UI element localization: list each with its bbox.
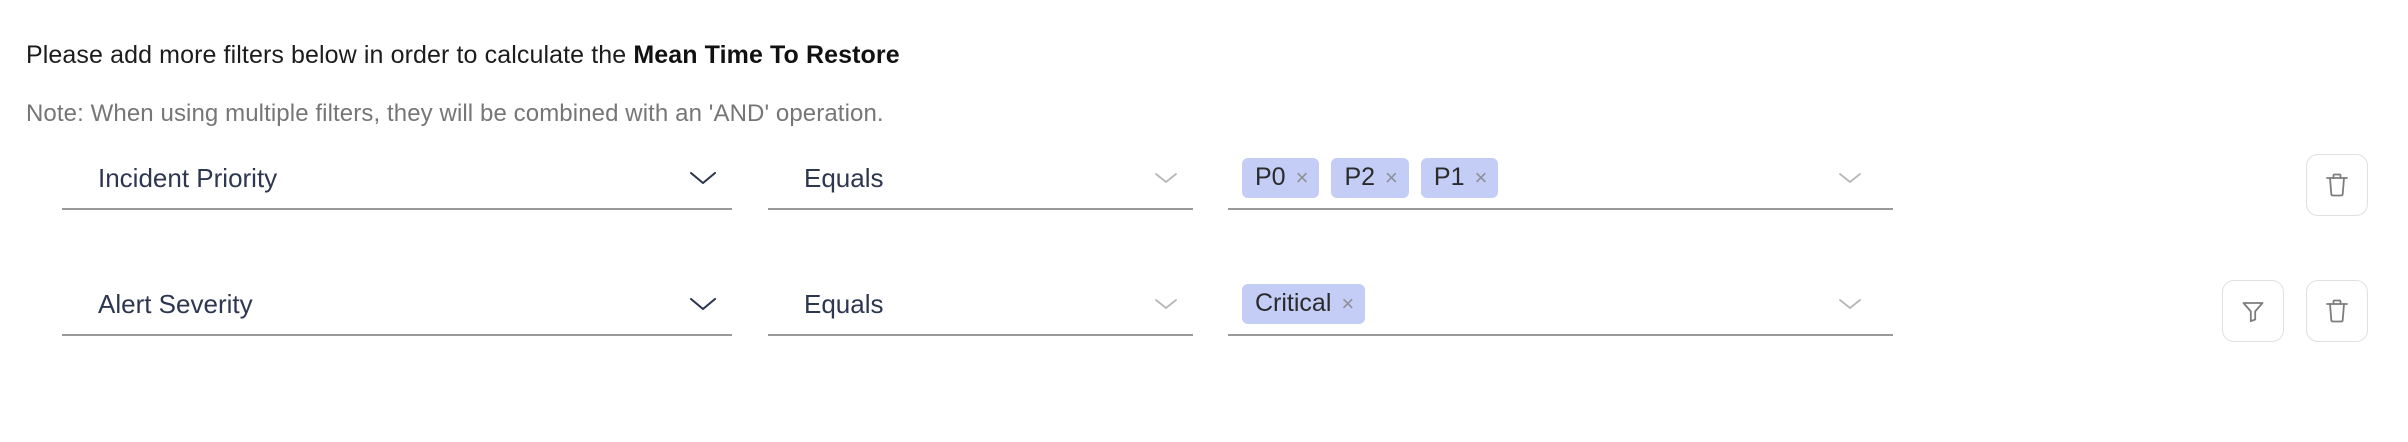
filter-value-chips: Critical × (1242, 284, 1837, 324)
instruction-text: Please add more filters below in order t… (26, 41, 634, 69)
filter-field-value: Alert Severity (98, 288, 253, 319)
filter-field-select[interactable]: Incident Priority (62, 148, 732, 210)
filter-value-chips: P0 × P2 × P1 × (1242, 158, 1837, 198)
chevron-down-icon (1839, 299, 1861, 309)
filter-value-select[interactable]: P0 × P2 × P1 × (1228, 148, 1893, 210)
note-text: Note: When using multiple filters, they … (26, 100, 884, 127)
chevron-down-icon (689, 171, 717, 185)
value-chip[interactable]: Critical × (1242, 284, 1366, 324)
metric-name: Mean Time To Restore (633, 41, 900, 69)
close-icon[interactable]: × (1341, 290, 1355, 316)
trash-icon (2326, 173, 2348, 197)
chevron-down-icon (1839, 173, 1861, 183)
value-chip[interactable]: P1 × (1420, 158, 1499, 198)
page-title: Please add more filters below in order t… (26, 40, 900, 70)
value-chip-label: Critical (1255, 289, 1332, 317)
filter-field-value: Incident Priority (98, 162, 278, 193)
close-icon[interactable]: × (1295, 164, 1309, 190)
value-chip-label: P0 (1255, 163, 1286, 191)
value-chip[interactable]: P2 × (1331, 158, 1409, 198)
value-chip-label: P1 (1433, 163, 1465, 191)
row-actions (2222, 280, 2368, 342)
value-chip[interactable]: P0 × (1242, 158, 1320, 198)
filter-row: Incident Priority Equals P0 × P2 × (0, 148, 2408, 274)
filter-operator-select[interactable]: Equals (768, 274, 1193, 336)
filter-field-select[interactable]: Alert Severity (62, 274, 732, 336)
value-chip-label: P2 (1344, 163, 1376, 191)
add-filter-button[interactable] (2222, 280, 2284, 342)
filter-operator-value: Equals (804, 288, 884, 319)
filter-operator-value: Equals (804, 162, 884, 193)
delete-filter-button[interactable] (2306, 154, 2368, 216)
row-actions (2306, 154, 2368, 216)
delete-filter-button[interactable] (2306, 280, 2368, 342)
filter-value-select[interactable]: Critical × (1228, 274, 1893, 336)
filter-operator-select[interactable]: Equals (768, 148, 1193, 210)
chevron-down-icon (1155, 173, 1177, 183)
close-icon[interactable]: × (1385, 164, 1398, 190)
chevron-down-icon (689, 297, 717, 311)
trash-icon (2326, 299, 2348, 323)
filter-rows: Incident Priority Equals P0 × P2 × (0, 148, 2408, 400)
chevron-down-icon (1155, 299, 1177, 309)
funnel-icon (2242, 302, 2264, 323)
filter-row: Alert Severity Equals Critical × (0, 274, 2408, 400)
close-icon[interactable]: × (1474, 164, 1488, 190)
